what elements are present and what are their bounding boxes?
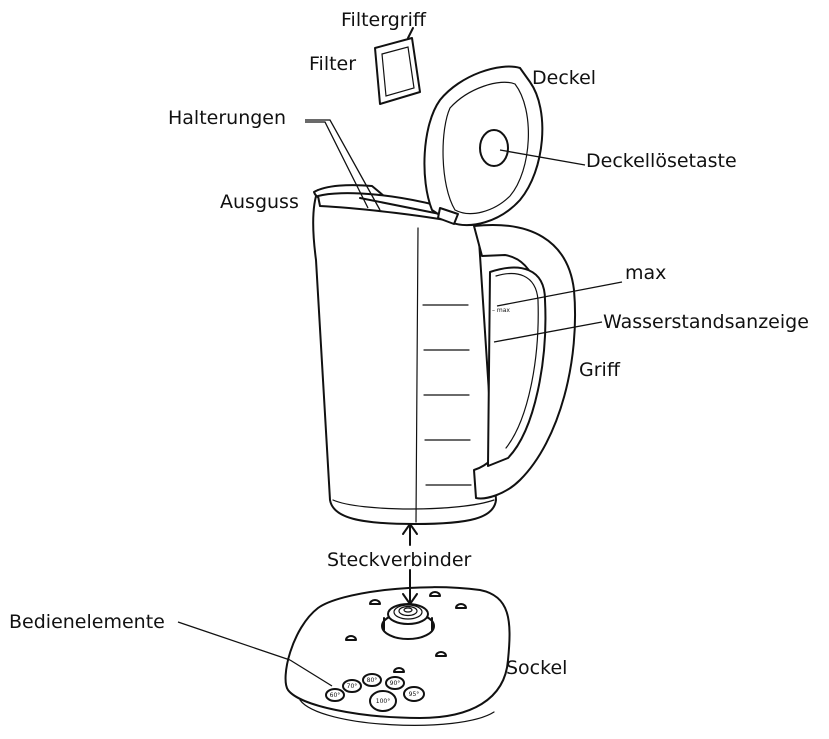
label-deckelloesetaste: Deckellösetaste — [586, 150, 737, 172]
label-max: max — [625, 262, 666, 284]
label-ausguss: Ausguss — [220, 191, 299, 213]
kettle-lid — [423, 65, 544, 226]
control-button-70[interactable]: 70° — [342, 679, 362, 693]
kettle-handle: – max — [473, 224, 577, 500]
button-100-label: 100° — [376, 698, 390, 705]
kettle-body — [312, 184, 497, 525]
label-griff: Griff — [579, 359, 621, 381]
connector-arrows — [402, 523, 418, 605]
kettle-base: 60° 70° 80° 90° 95° 100° — [284, 586, 511, 726]
leader-lines — [177, 119, 623, 687]
label-filter: Filter — [309, 53, 356, 75]
labels: Filtergriff Filter Deckel Halterungen De… — [9, 9, 809, 679]
label-wasserstandsanzeige: Wasserstandsanzeige — [603, 311, 809, 333]
control-button-100[interactable]: 100° — [369, 690, 397, 712]
button-70-label: 70° — [347, 683, 358, 690]
label-filtergriff: Filtergriff — [341, 9, 427, 31]
button-60-label: 60° — [330, 692, 341, 699]
control-button-90[interactable]: 90° — [385, 676, 405, 690]
max-mark-text: – max — [492, 307, 510, 314]
button-90-label: 90° — [390, 680, 401, 687]
label-deckel: Deckel — [532, 67, 596, 89]
control-button-80[interactable]: 80° — [362, 673, 382, 687]
control-button-60[interactable]: 60° — [325, 688, 345, 702]
label-steckverbinder: Steckverbinder — [327, 549, 472, 571]
control-button-95[interactable]: 95° — [403, 686, 425, 702]
button-95-label: 95° — [409, 691, 420, 698]
label-sockel: Sockel — [506, 657, 567, 679]
label-halterungen: Halterungen — [168, 107, 286, 129]
button-80-label: 80° — [367, 677, 378, 684]
label-bedienelemente: Bedienelemente — [9, 611, 165, 633]
filter-part — [374, 27, 421, 105]
